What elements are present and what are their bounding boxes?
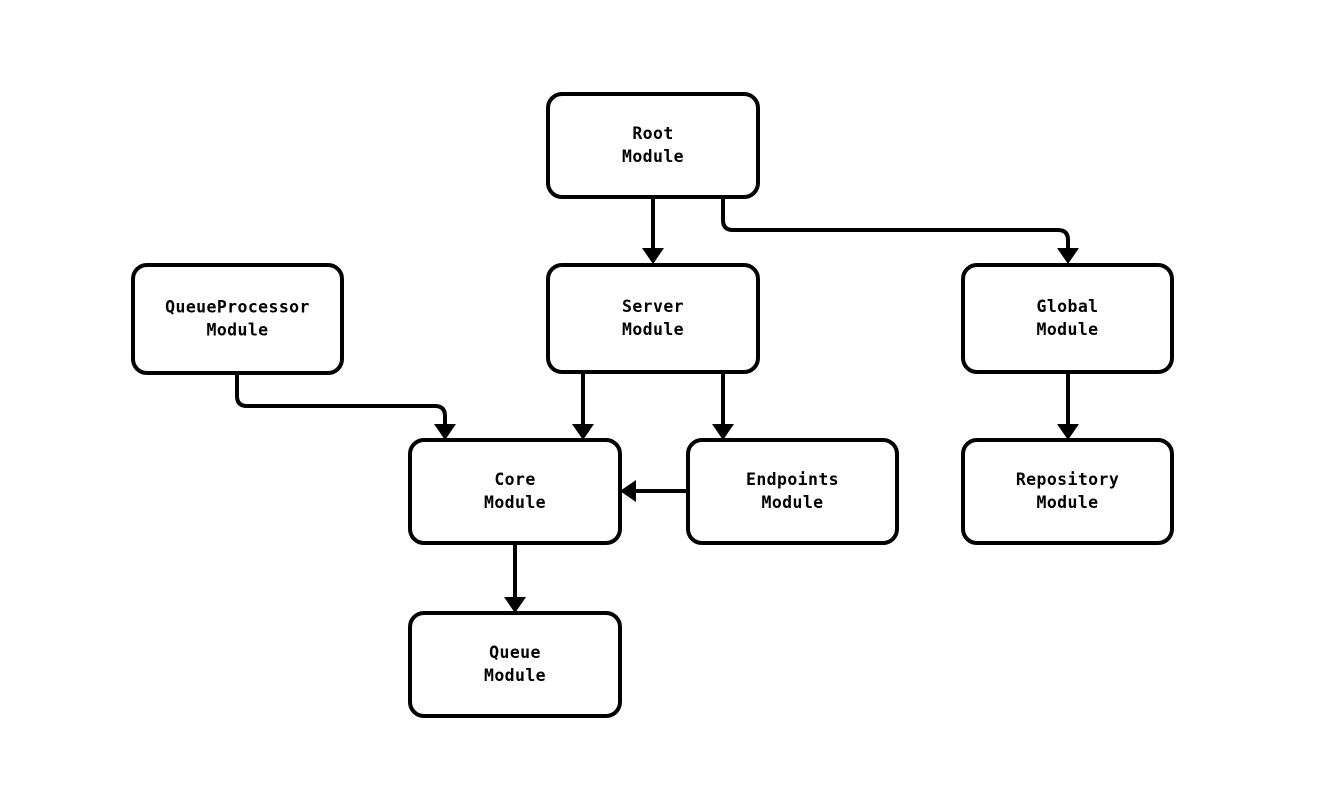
arrowhead-icon	[434, 424, 456, 440]
arrowhead-icon	[572, 424, 594, 440]
arrowhead-icon	[1057, 424, 1079, 440]
arrowhead-icon	[642, 248, 664, 264]
node-label-line1: Repository	[1016, 470, 1119, 489]
arrowhead-icon	[620, 480, 636, 502]
node-box[interactable]	[546, 263, 760, 374]
edge-line	[721, 197, 1070, 250]
node-label-line2: Module	[622, 320, 684, 339]
edge-core-to-queue	[504, 543, 526, 613]
node-label-line2: Module	[1036, 320, 1098, 339]
arrowhead-icon	[712, 424, 734, 440]
edge-root-to-global	[721, 197, 1079, 264]
node-label-line1: Global	[1036, 297, 1098, 316]
node-label-line1: Endpoints	[746, 470, 839, 489]
node-label-line1: Queue	[489, 643, 541, 662]
arrowhead-icon	[504, 597, 526, 613]
node-label-line2: Module	[484, 493, 546, 512]
edge-server-to-core	[572, 372, 594, 440]
edge-root-to-server	[642, 197, 664, 264]
node-box[interactable]	[131, 263, 344, 375]
node-box[interactable]	[961, 263, 1174, 374]
node-label-line2: Module	[206, 321, 268, 340]
edge-endpoints-to-core	[620, 480, 688, 502]
node-label-line2: Module	[484, 666, 546, 685]
node-box[interactable]	[408, 438, 622, 545]
edge-queueprocessor-to-core	[235, 373, 456, 440]
node-box[interactable]	[408, 611, 622, 718]
node-box[interactable]	[961, 438, 1174, 545]
node-label-line1: Server	[622, 297, 684, 316]
node-label-line1: Core	[494, 470, 535, 489]
nodes-layer: RootModuleQueueProcessorModuleServerModu…	[131, 92, 1174, 718]
arrowhead-icon	[1057, 248, 1079, 264]
edge-server-to-endpoints	[712, 372, 734, 440]
node-label-line1: QueueProcessor	[165, 298, 310, 317]
node-label-line1: Root	[632, 124, 673, 143]
edge-global-to-repository	[1057, 372, 1079, 440]
edge-line	[235, 373, 447, 426]
node-box[interactable]	[686, 438, 899, 545]
edges-layer	[235, 197, 1079, 613]
node-box[interactable]	[546, 92, 760, 199]
node-label-line2: Module	[761, 493, 823, 512]
node-label-line2: Module	[622, 147, 684, 166]
node-label-line2: Module	[1036, 493, 1098, 512]
